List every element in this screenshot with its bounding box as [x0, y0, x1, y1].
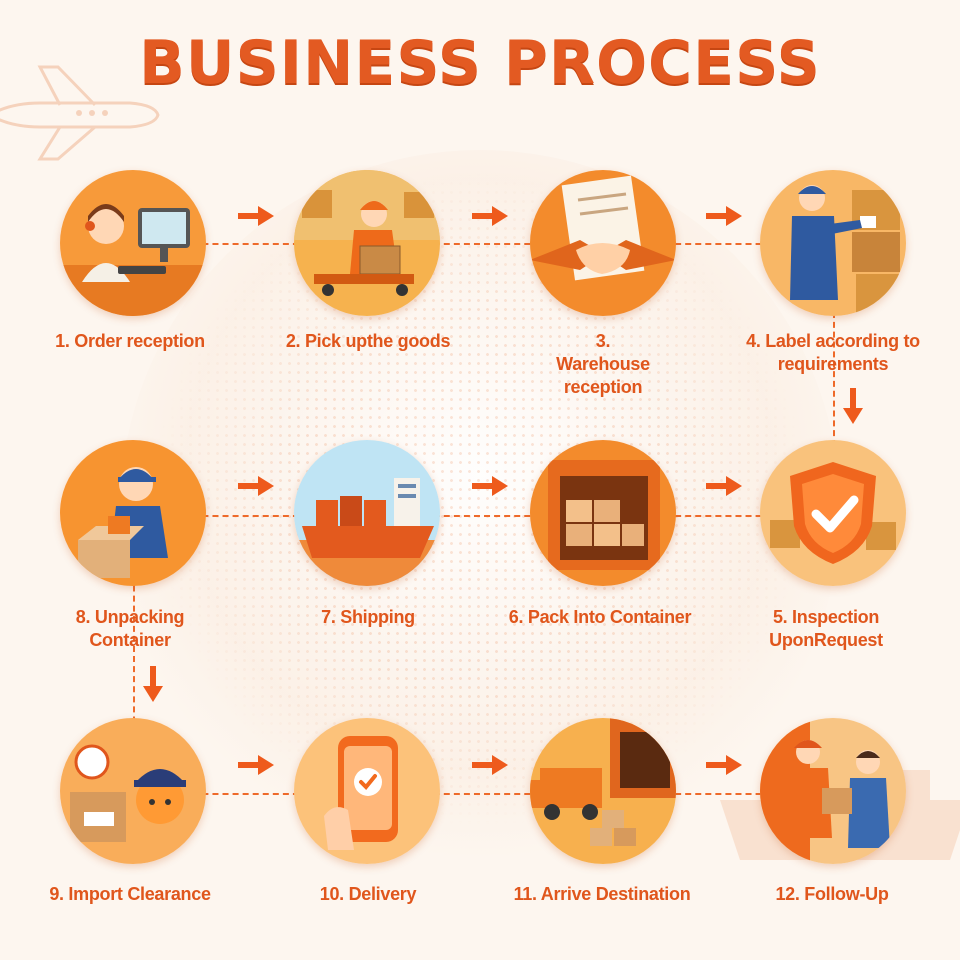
handover-icon [760, 718, 906, 864]
inspection-shield-icon [760, 440, 906, 586]
right-connector [833, 243, 835, 515]
world-map-dots [150, 170, 810, 830]
unpacking-icon [60, 440, 206, 586]
step-7-image [294, 440, 440, 586]
container-icon [530, 440, 676, 586]
step-1-image [60, 170, 206, 316]
step-6-image [530, 440, 676, 586]
step-8-image [60, 440, 206, 586]
step-6-label: 6. Pack Into Container [508, 607, 692, 627]
cargo-ship-icon [294, 440, 440, 586]
airplane-icon [0, 65, 160, 161]
customs-officer-icon [60, 718, 206, 864]
step-3-label: 3. Warehouse reception [556, 331, 650, 397]
step-11-image [530, 718, 676, 864]
step-2-label: 2. Pick upthe goods [285, 331, 451, 351]
step-9-image [60, 718, 206, 864]
page-title: BUSINESS PROCESS [139, 28, 821, 98]
step-9-label: 9. Import Clearance [49, 884, 211, 904]
step-5-label: 5. Inspection UponRequest [769, 607, 883, 650]
row2-connector [132, 515, 832, 517]
pick-up-goods-icon [294, 170, 440, 316]
step-7-label: 7. Shipping [321, 607, 415, 627]
row1-connector [132, 243, 832, 245]
label-icon [760, 170, 906, 316]
step-3-image [530, 170, 676, 316]
globe-background [120, 150, 840, 870]
order-reception-icon [60, 170, 206, 316]
step-1-label: 1. Order reception [55, 331, 205, 351]
phone-check-icon [294, 718, 440, 864]
step-12-image [760, 718, 906, 864]
step-10-image [294, 718, 440, 864]
delivery-truck-icon [530, 718, 676, 864]
step-4-label: 4. Label according to requirements [746, 331, 920, 374]
row3-connector [132, 793, 832, 795]
step-4-image [760, 170, 906, 316]
step-5-image [760, 440, 906, 586]
warehouse-reception-icon [530, 170, 676, 316]
left-connector [133, 515, 135, 793]
step-11-label: 11. Arrive Destination [513, 884, 691, 904]
step-8-label: 8. Unpacking Container [75, 607, 185, 650]
step-2-image [294, 170, 440, 316]
step-12-label: 12. Follow-Up [775, 884, 889, 904]
step-10-label: 10. Delivery [319, 884, 417, 904]
